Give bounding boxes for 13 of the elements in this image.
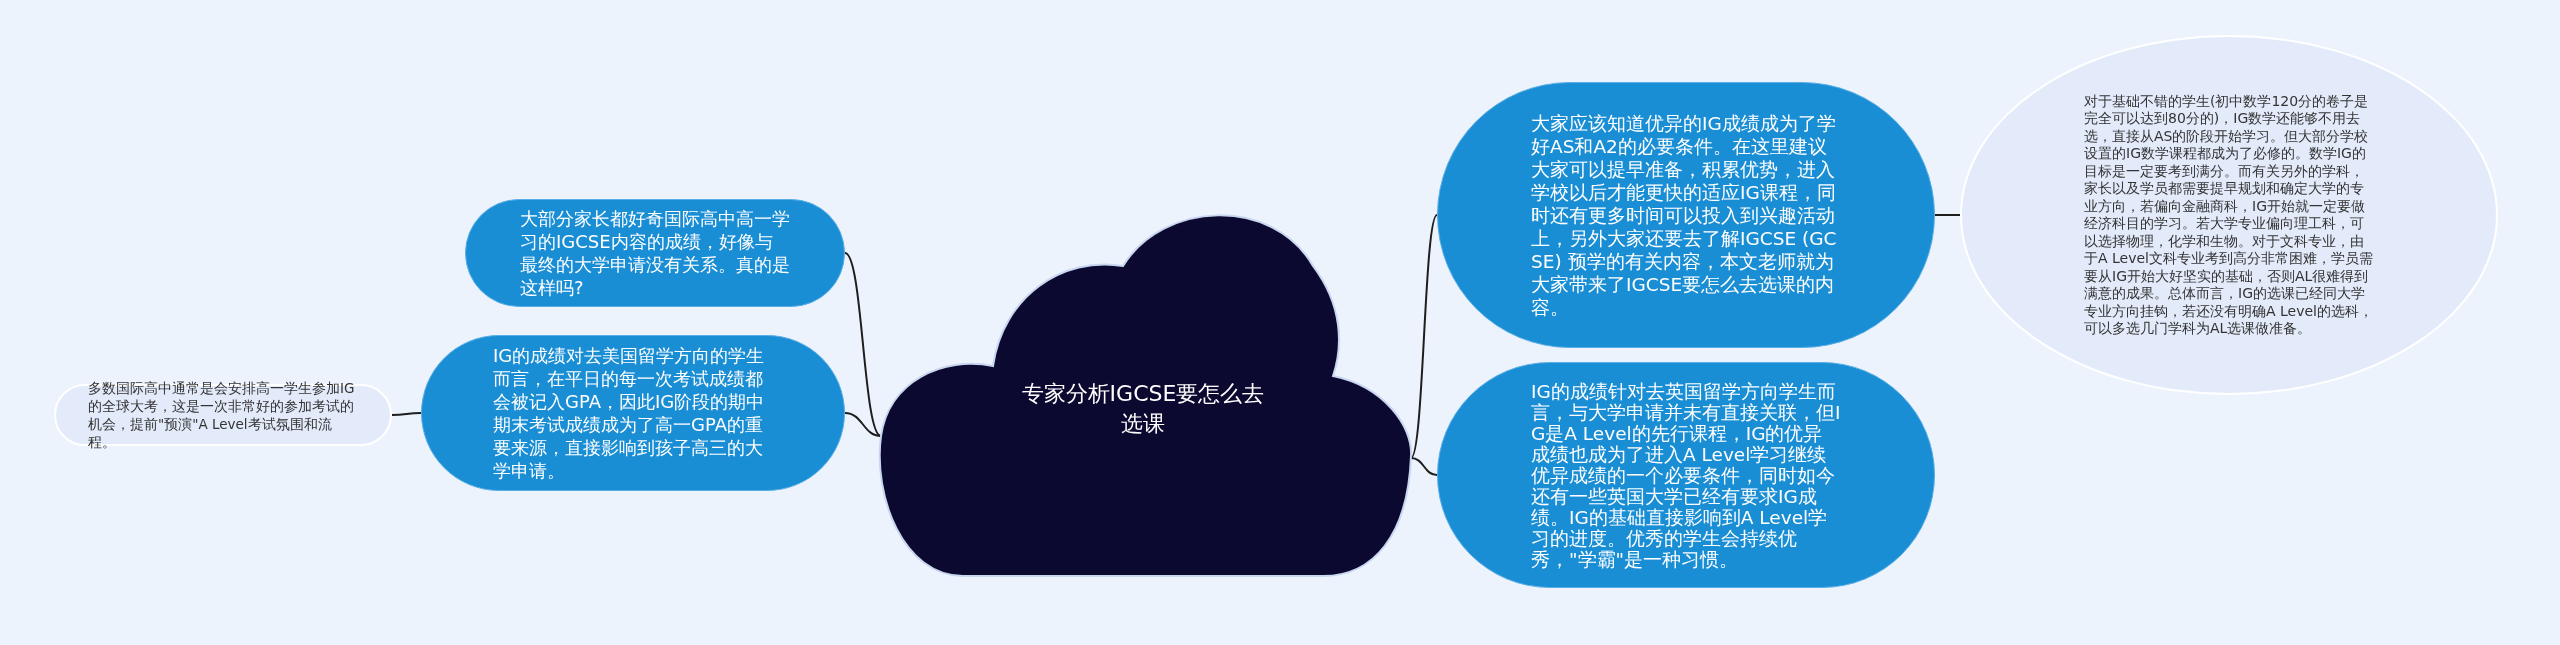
connector-line bbox=[1934, 214, 1961, 216]
connector-line bbox=[844, 252, 882, 437]
connector-line bbox=[391, 412, 422, 416]
connector-line bbox=[1410, 457, 1438, 476]
topic-text: 大部分家长都好奇国际高中高一学习的IGCSE内容的成绩，好像与最终的大学申请没有关系。真的是这样吗? bbox=[520, 207, 790, 299]
topic-text: 多数国际高中通常是会安排高一学生参加IG的全球大考，这是一次非常好的参加考试的机会，提前"预演"A Level考试氛围和流程。 bbox=[88, 379, 356, 451]
topic-text: 大家应该知道优异的IG成绩成为了学好AS和A2的必要条件。在这里建议大家可以提早准备，积累优势，进入学校以后才能更快的适应IG课程，同时还有更多时间可以投入到兴趣活动上，另外大家还要去了解IGCSE (GCSE) 预学的有关内容，本文老师就为大家带来了IGCSE要怎么去选课的内容。 bbox=[1531, 111, 1838, 319]
topic-text: 对于基础不错的学生(初中数学120分的卷子是完全可以达到80分的)，IG数学还能够不用去选，直接从AS的阶段开始学习。但大部分学校设置的IG数学课程都成为了必修的。数学IG的目标是一定要考到满分。而有关另外的学科，家长以及学员都需要提早规划和确定大学的专业方向，若偏向金融商科，IG开始就一定要做经济科目的学习。若大学专业偏向理工科，可以选择物理，化学和生物。对于文科专业，由于A Level文科专业考到高分非常困难，学员需要从IG开始大好坚实的基础，否则AL很难得到满意的成果。总体而言，IG的选课已经同大学专业方向挂钩，若还没有明确A Level的选科，可以多选几门学科为AL选课做准备。 bbox=[2084, 92, 2374, 338]
central-topic-text: 专家分析IGCSE要怎么去选课 bbox=[1020, 379, 1266, 438]
topic-text: IG的成绩针对去英国留学方向学生而言，与大学申请并未有直接关联，但IG是A Level的先行课程，IG的优异成绩也成为了进入A Level学习继续优异成绩的一个必要条件，同时如今还有一些英国大学已经有要求IG成绩。IG的基础直接影响到A Level学习的进度。优秀的学生会持续优秀，"学霸"是一种习惯。 bbox=[1531, 380, 1841, 570]
topic-text: IG的成绩对去美国留学方向的学生而言，在平日的每一次考试成绩都会被记入GPA，因此IG阶段的期中期末考试成绩成为了高一GPA的重要来源，直接影响到孩子高三的大学申请。 bbox=[493, 344, 766, 482]
connector-line bbox=[1410, 214, 1438, 459]
connector-line bbox=[844, 412, 882, 437]
